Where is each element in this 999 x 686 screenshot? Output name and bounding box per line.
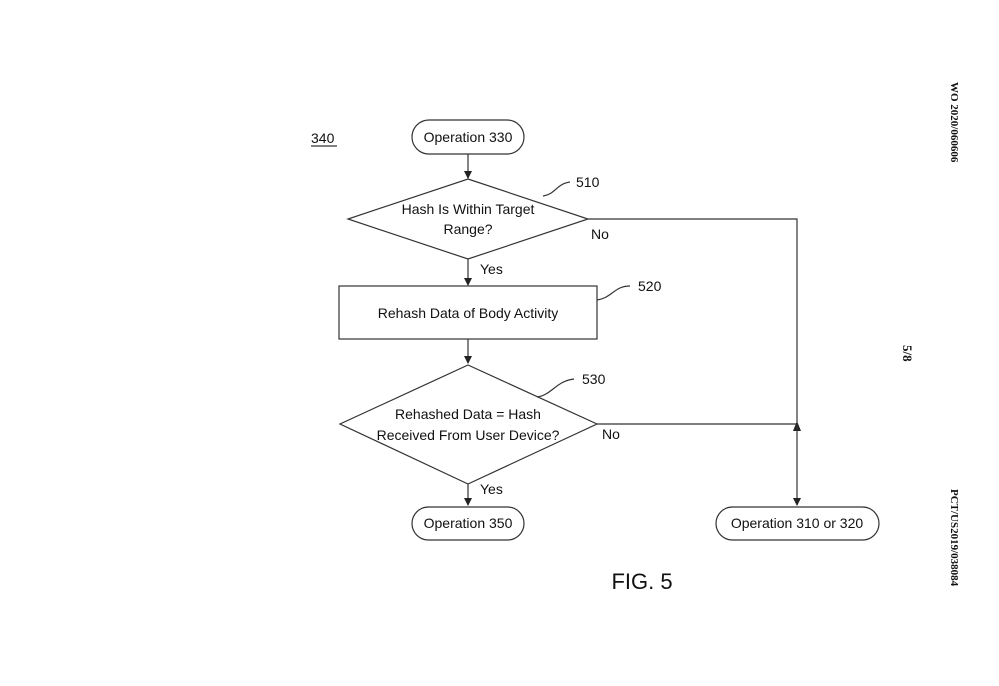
decision1-no-label: No [591,226,609,242]
application-number: PCT/US2019/038084 [948,489,960,587]
end-terminal-no [715,506,880,541]
sheet-number: 5/8 [900,345,915,362]
end-terminal-yes-label: Operation 350 [424,515,513,531]
edge-decision1-no [588,218,798,422]
publication-number: WO 2020/060606 [948,82,960,163]
decision2-line2: Received From User Device? [377,427,560,443]
decision2-ref: 530 [582,371,606,387]
process-ref: 520 [638,278,662,294]
decision2-yes-label: Yes [480,481,503,497]
decision1-yes-label: Yes [480,261,503,277]
start-terminal-label: Operation 330 [424,129,513,145]
figure-ref-label: 340 [311,130,335,146]
decision1-ref-leader [542,181,571,197]
process-rehash-label: Rehash Data of Body Activity [378,305,559,321]
end-terminal-no-label: Operation 310 or 320 [731,515,864,531]
figure-caption: FIG. 5 [611,569,672,594]
decision1-line2: Range? [443,221,492,237]
decision-rehash-match [338,364,599,485]
decision2-no-label: No [602,426,620,442]
decision-hash-in-range [346,178,590,260]
decision2-ref-leader [536,378,575,398]
decision1-line1: Hash Is Within Target [402,201,535,217]
decision1-ref: 510 [576,174,600,190]
decision2-line1: Rehashed Data = Hash [395,406,541,422]
process-ref-leader [596,285,631,301]
end-terminal-yes [411,506,525,541]
